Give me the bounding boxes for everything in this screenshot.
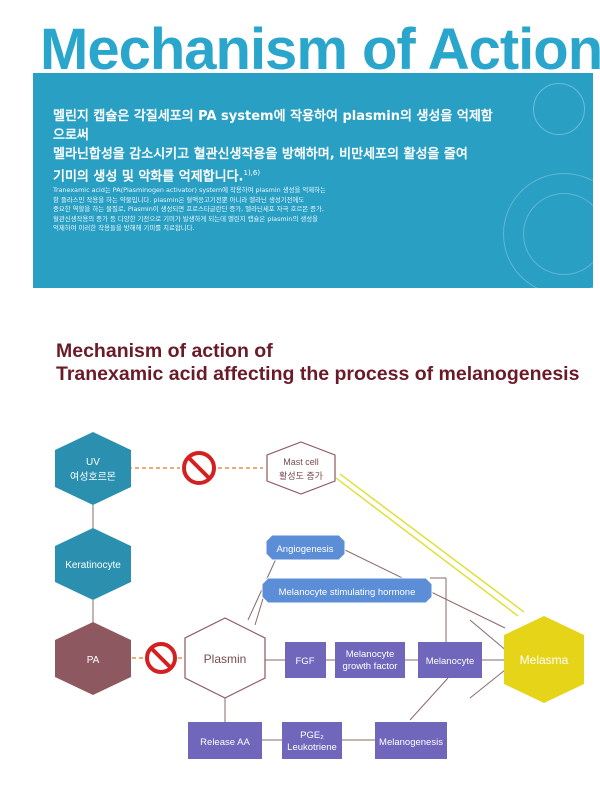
box-melanocyte-growth-factor: Melanocyte growth factor	[335, 642, 405, 678]
lead-line-text: 기미의 생성 및 악화를 억제합니다.	[53, 169, 244, 185]
diagram-title-line: Tranexamic acid affecting the process of…	[56, 363, 580, 385]
decorative-globe	[533, 83, 585, 135]
fgf-label: FGF	[296, 656, 315, 667]
melanocyte-label: Melanocyte	[426, 656, 475, 667]
decorative-globe	[523, 193, 600, 275]
lead-line: 멜린지 캡슐은 각질세포의 PA system에 작용하여 plasmin의 생…	[53, 109, 493, 143]
box-release-aa: Release AA	[188, 722, 262, 759]
pge-label: Leukotriene	[287, 742, 337, 753]
hex-uv: UV 여성호르몬	[55, 432, 131, 505]
hex-pa: PA	[55, 622, 131, 695]
box-melanocyte: Melanocyte	[418, 642, 482, 678]
pill-angiogenesis: Angiogenesis	[265, 534, 346, 561]
hex-mast-cell: Mast cell 활성도 증가	[266, 441, 336, 495]
lead-line: 기미의 생성 및 악화를 억제합니다.1),6)	[53, 164, 493, 186]
box-pge-leukotriene: PGE₂ Leukotriene	[282, 722, 342, 759]
release-aa-label: Release AA	[200, 737, 250, 748]
box-melanogenesis: Melanogenesis	[375, 722, 447, 759]
connector-line	[469, 669, 506, 699]
intro-banner: 멜린지 캡슐은 각질세포의 PA system에 작용하여 plasmin의 생…	[33, 73, 600, 295]
diagram-title: Mechanism of action of Tranexamic acid a…	[56, 340, 579, 386]
connector-line	[409, 677, 449, 721]
body-line: 혈관신생작용의 증가 등 다양한 기전으로 기미가 발생하게 되는데 멜린지 캡…	[53, 214, 319, 223]
melasma-label: Melasma	[520, 653, 569, 667]
connector-line	[469, 619, 509, 653]
uv-label: UV	[86, 457, 100, 468]
mast-cell-label: Mast cell	[283, 457, 319, 467]
body-text: Tranexamic acid는 PA(Plasminogen activato…	[53, 186, 433, 234]
uv-label: 여성호르몬	[70, 471, 116, 483]
lead-text: 멜린지 캡슐은 각질세포의 PA system에 작용하여 plasmin의 생…	[53, 107, 493, 186]
body-line: 억제하여 이러한 작용들을 방해해 기미를 치료합니다.	[53, 224, 195, 233]
mgf-label: Melanocyte	[346, 649, 395, 660]
msh-label: Melanocyte stimulating hormone	[279, 587, 416, 598]
hex-plasmin: Plasmin	[184, 617, 266, 699]
mgf-label: growth factor	[343, 661, 398, 672]
body-line: 항 플라스민 작용을 하는 약물입니다. plasmin은 혈액응고기전뿐 아니…	[53, 195, 305, 204]
no-entry-icon	[182, 451, 216, 485]
lead-line: 멜라닌합성을 감소시키고 혈관신생작용을 방해하며, 비만세포의 활성을 줄여	[53, 147, 468, 162]
diagram-title-line: Mechanism of action of	[56, 340, 273, 362]
angiogenesis-label: Angiogenesis	[276, 544, 333, 555]
mast-cell-to-melasma-link	[335, 473, 525, 617]
keratinocyte-label: Keratinocyte	[65, 560, 121, 571]
pge-label: PGE₂	[300, 730, 324, 741]
reference-mark: 1),6)	[243, 169, 261, 177]
box-fgf: FGF	[285, 642, 326, 678]
body-line: 중요한 역할을 하는 물질로, Plasmin이 생성되면 프로스타글란딘 증가…	[53, 205, 324, 214]
pill-msh: Melanocyte stimulating hormone	[261, 577, 433, 604]
body-line: Tranexamic acid는 PA(Plasminogen activato…	[53, 186, 326, 194]
page-title: Mechanism of Action	[40, 17, 600, 82]
melanogenesis-label: Melanogenesis	[379, 737, 443, 748]
plasmin-label: Plasmin	[204, 652, 247, 666]
mast-cell-label: 활성도 증가	[279, 470, 323, 481]
hex-keratinocyte: Keratinocyte	[55, 528, 131, 600]
mechanism-diagram: UV 여성호르몬 Keratinocyte PA Mast cell 활성도 증…	[55, 432, 584, 759]
pa-label: PA	[87, 655, 100, 666]
no-entry-icon	[145, 642, 177, 674]
hex-melasma: Melasma	[504, 616, 584, 703]
